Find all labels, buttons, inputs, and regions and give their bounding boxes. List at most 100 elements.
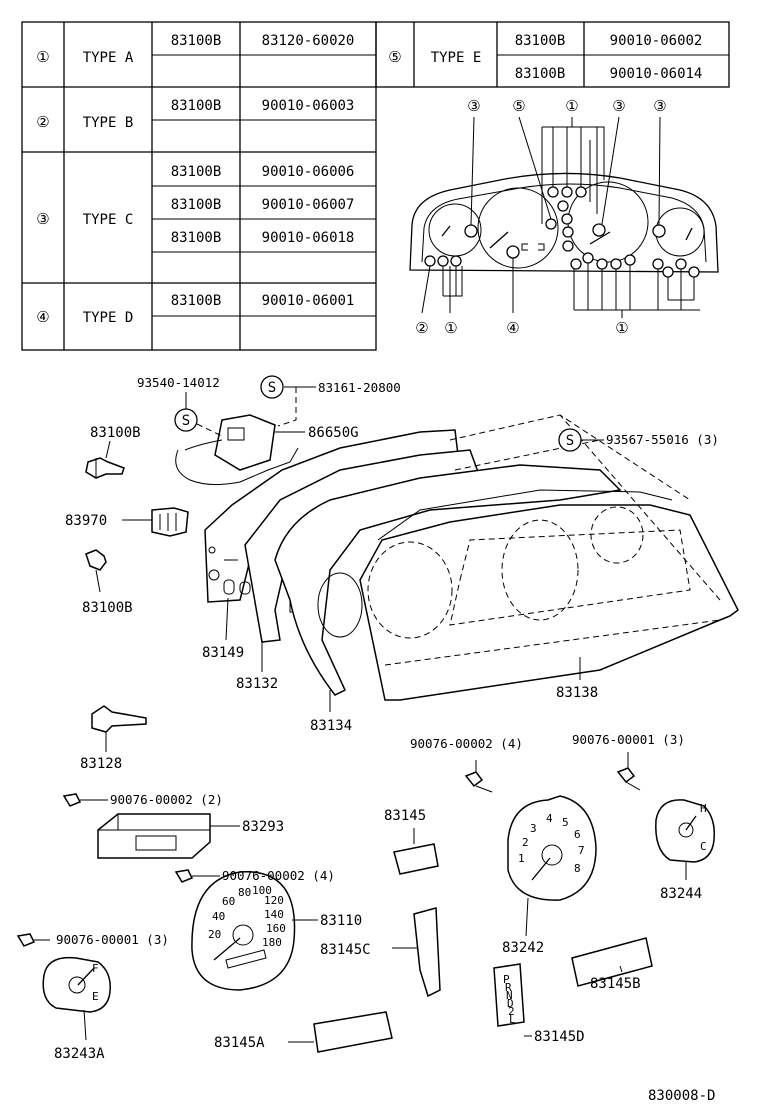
row-c-part-1: 83100B bbox=[171, 164, 222, 180]
row-d-number-1: 90010-06001 bbox=[262, 293, 355, 309]
fuel-label-e: E bbox=[92, 990, 99, 1003]
label-90076-00002-2: 90076-00002 (2) bbox=[110, 792, 223, 807]
screw-90076-a bbox=[62, 793, 108, 807]
bulb-type-table: ① TYPE A 83100B 83120-60020 ② TYPE B 831… bbox=[21, 21, 377, 351]
row-e-type: TYPE E bbox=[431, 50, 482, 66]
marker-bottom-1: ② bbox=[415, 319, 428, 337]
speedo-label-40: 40 bbox=[212, 910, 225, 923]
fuel-gauge-83243a: F E bbox=[42, 956, 111, 1041]
row-a-num: ① bbox=[36, 48, 49, 66]
row-b-type: TYPE B bbox=[83, 115, 134, 131]
marker-top-1: ③ bbox=[467, 97, 480, 115]
screw-90076-c bbox=[16, 933, 50, 947]
part-callouts: 93540-14012 83161-20800 86650G 93567-550… bbox=[54, 375, 719, 1062]
tacho-label-8: 8 bbox=[574, 862, 581, 875]
label-83100b-top: 83100B bbox=[90, 425, 141, 441]
label-83244: 83244 bbox=[660, 886, 702, 902]
row-b-part-1: 83100B bbox=[171, 98, 222, 114]
label-83145a: 83145A bbox=[214, 1035, 265, 1051]
row-e-part-1: 83100B bbox=[515, 33, 566, 49]
connector-83970 bbox=[122, 507, 189, 537]
fuel-label-f: F bbox=[92, 962, 99, 975]
speedometer-83110 bbox=[191, 871, 318, 991]
label-90076-00001-3-b: 90076-00001 (3) bbox=[56, 932, 169, 947]
label-83134: 83134 bbox=[310, 718, 352, 734]
screw-90076-e bbox=[616, 752, 641, 791]
label-83145: 83145 bbox=[384, 808, 426, 824]
prndl-2: 2 bbox=[508, 1005, 515, 1018]
plate-83145 bbox=[393, 828, 439, 875]
tacho-label-6: 6 bbox=[574, 828, 581, 841]
label-83100b-bottom: 83100B bbox=[82, 600, 133, 616]
label-83132: 83132 bbox=[236, 676, 278, 692]
tacho-label-3: 3 bbox=[530, 822, 537, 835]
row-c-num: ③ bbox=[36, 210, 49, 228]
label-83243a: 83243A bbox=[54, 1046, 105, 1062]
row-e-num: ⑤ bbox=[388, 48, 401, 66]
socket-83100b-top bbox=[85, 457, 125, 479]
row-c-type: TYPE C bbox=[83, 212, 134, 228]
plate-83145b bbox=[571, 937, 653, 987]
temp-gauge-83244: H C bbox=[655, 799, 716, 880]
tacho-label-1: 1 bbox=[518, 852, 525, 865]
label-86650g: 86650G bbox=[308, 425, 359, 441]
cluster-board-83134 bbox=[274, 464, 622, 712]
plate-83145c bbox=[392, 907, 441, 998]
speedo-label-140: 140 bbox=[264, 908, 284, 921]
s-marker-2-label: S bbox=[182, 413, 190, 429]
s-marker-1-label: S bbox=[268, 380, 276, 396]
bulb-type-e-table: ⑤ TYPE E 83100B 90010-06002 83100B 90010… bbox=[375, 21, 730, 88]
tacho-scale-labels: 1 2 3 4 5 6 7 8 bbox=[518, 812, 585, 875]
label-83149: 83149 bbox=[202, 645, 244, 661]
marker-top-5: ③ bbox=[653, 97, 666, 115]
row-b-num: ② bbox=[36, 113, 49, 131]
s-marker-1: S bbox=[260, 375, 297, 427]
label-83242: 83242 bbox=[502, 940, 544, 956]
s-marker-3: S bbox=[558, 428, 604, 452]
speedo-label-80: 80 bbox=[238, 886, 251, 899]
label-93567-55016: 93567-55016 (3) bbox=[606, 432, 719, 447]
screw-90076-b bbox=[174, 869, 208, 883]
bulb-location-map: ③ ⑤ ① ③ ③ ② ① ④ ① bbox=[409, 97, 719, 337]
label-83161-20800: 83161-20800 bbox=[318, 380, 401, 395]
prndl-r: R bbox=[505, 981, 512, 994]
speedo-label-160: 160 bbox=[266, 922, 286, 935]
temp-label-h: H bbox=[700, 802, 707, 815]
label-90076-00002-4-a: 90076-00002 (4) bbox=[410, 736, 523, 751]
row-c-number-2: 90010-06007 bbox=[262, 197, 355, 213]
row-e-number-2: 90010-06014 bbox=[610, 66, 703, 82]
marker-top-2: ⑤ bbox=[512, 97, 525, 115]
row-c-part-2: 83100B bbox=[171, 197, 222, 213]
marker-top-3: ① bbox=[565, 97, 578, 115]
screw-90076-d bbox=[464, 760, 493, 793]
tacho-label-5: 5 bbox=[562, 816, 569, 829]
marker-top-4: ③ bbox=[612, 97, 625, 115]
prndl-l: L bbox=[509, 1013, 516, 1026]
row-a-type: TYPE A bbox=[83, 50, 134, 66]
cluster-face-83138 bbox=[359, 489, 739, 701]
label-83128: 83128 bbox=[80, 756, 122, 772]
socket-83100b-bottom bbox=[85, 549, 107, 593]
s-marker-2: S bbox=[174, 392, 223, 437]
sensor-86650g bbox=[175, 414, 305, 486]
tachometer-83242 bbox=[507, 795, 597, 937]
speedo-label-60: 60 bbox=[222, 895, 235, 908]
label-83145c: 83145C bbox=[320, 942, 371, 958]
row-d-type: TYPE D bbox=[83, 310, 134, 326]
row-c-number-1: 90010-06006 bbox=[262, 164, 355, 180]
row-a-number-1: 83120-60020 bbox=[262, 33, 355, 49]
prndl-d: D bbox=[507, 997, 514, 1010]
speedo-label-20: 20 bbox=[208, 928, 221, 941]
tacho-label-4: 4 bbox=[546, 812, 553, 825]
speedo-label-120: 120 bbox=[264, 894, 284, 907]
speedo-label-180: 180 bbox=[262, 936, 282, 949]
row-c-part-3: 83100B bbox=[171, 230, 222, 246]
label-83138: 83138 bbox=[556, 685, 598, 701]
row-d-part-1: 83100B bbox=[171, 293, 222, 309]
label-83110: 83110 bbox=[320, 913, 362, 929]
label-83145d: 83145D bbox=[534, 1029, 585, 1045]
marker-bottom-4: ① bbox=[615, 319, 628, 337]
speedo-scale-labels: 20 40 60 80 100 120 140 160 180 bbox=[208, 884, 286, 949]
label-83293: 83293 bbox=[242, 819, 284, 835]
figure-code: 830008-D bbox=[648, 1088, 715, 1104]
